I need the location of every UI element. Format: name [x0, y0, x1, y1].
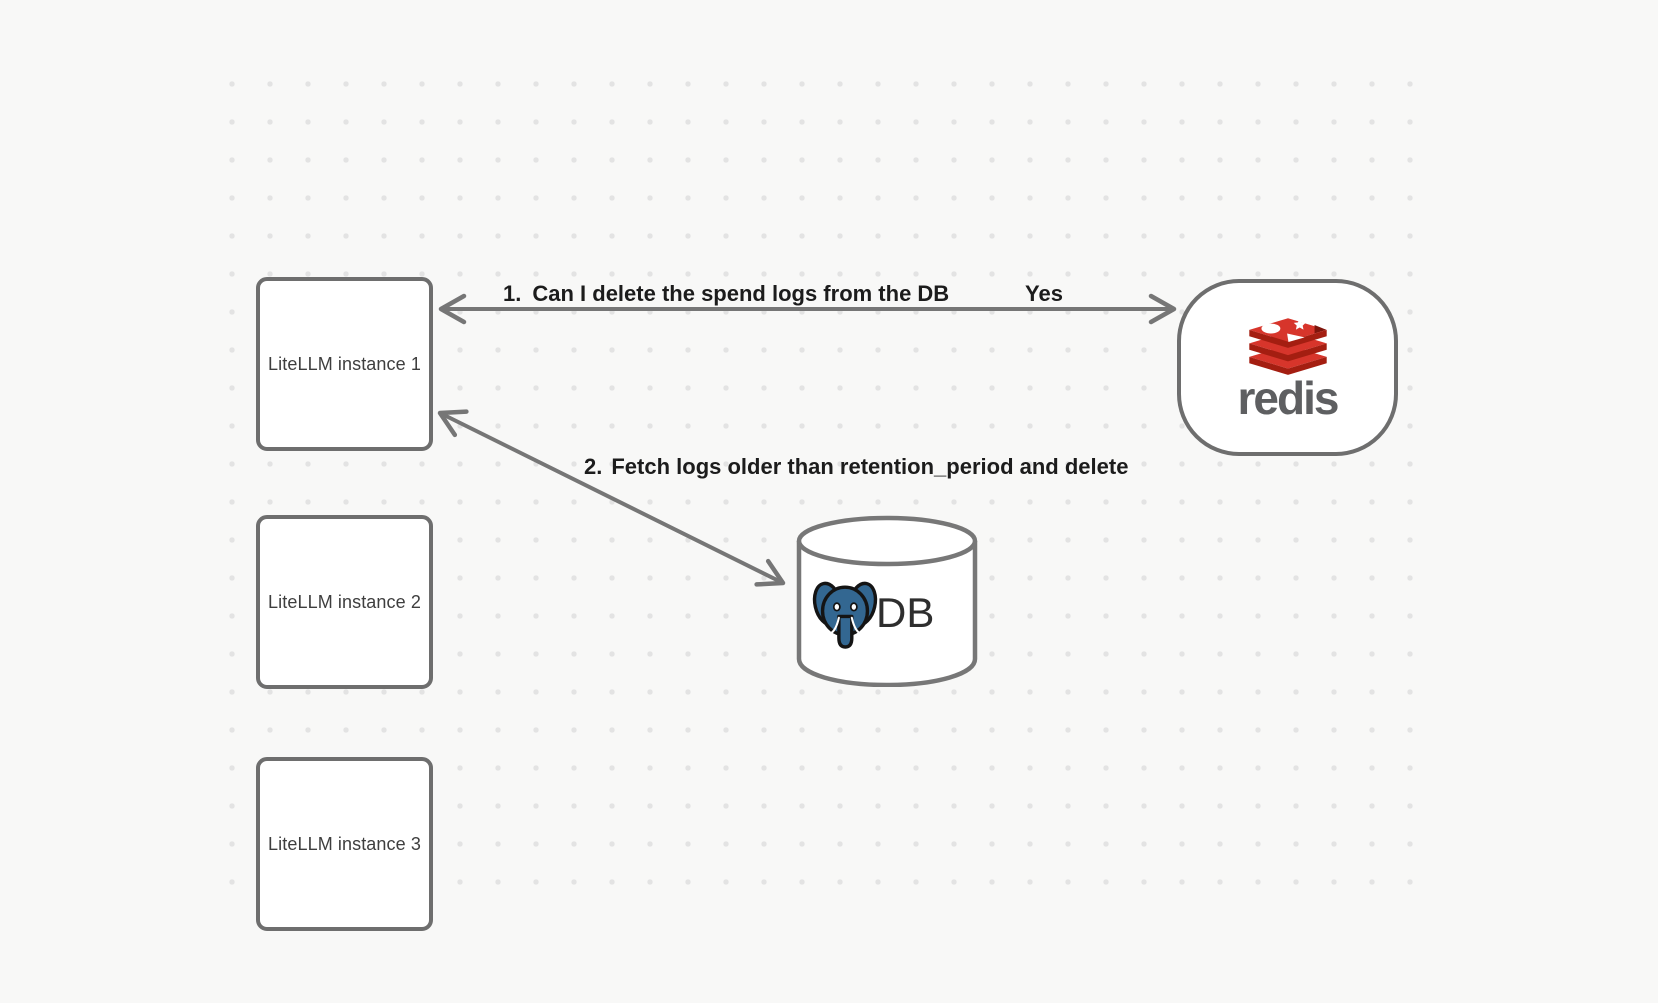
node-litellm-instance-2[interactable]: LiteLLM instance 2: [256, 515, 433, 689]
node-database[interactable]: DB: [795, 515, 979, 688]
edge-1-text: Can I delete the spend logs from the DB: [532, 281, 950, 306]
node-litellm-instance-1-label: LiteLLM instance 1: [268, 353, 421, 374]
database-content: DB: [811, 575, 934, 651]
node-litellm-instance-1[interactable]: LiteLLM instance 1: [256, 277, 433, 451]
node-redis[interactable]: redis: [1177, 279, 1398, 456]
edge-2-text: Fetch logs older than retention_period a…: [611, 454, 1129, 479]
node-litellm-instance-3[interactable]: LiteLLM instance 3: [256, 757, 433, 931]
edge-2-label: 2. Fetch logs older than retention_perio…: [584, 455, 1128, 479]
edge-1-answer: Yes: [1025, 281, 1063, 306]
edge-1-number: 1.: [503, 281, 522, 306]
postgresql-elephant-icon: [812, 581, 878, 649]
redis-stack-icon: [1248, 318, 1327, 376]
redis-wordmark: redis: [1237, 372, 1340, 425]
node-litellm-instance-2-label: LiteLLM instance 2: [268, 591, 421, 612]
database-cylinder-shape: [796, 515, 978, 688]
node-litellm-instance-3-label: LiteLLM instance 3: [268, 833, 421, 854]
edge-2-number: 2.: [584, 454, 603, 479]
edge-1-label: 1. Can I delete the spend logs from the …: [503, 282, 949, 306]
edge-2-arrow[interactable]: [437, 409, 786, 587]
database-label: DB: [876, 589, 935, 636]
